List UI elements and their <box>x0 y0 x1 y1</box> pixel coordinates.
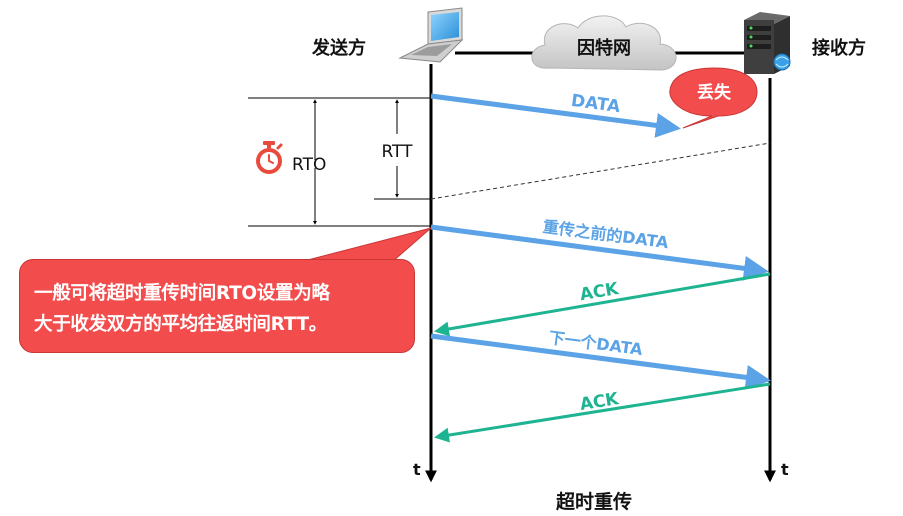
lost-bubble <box>669 67 758 129</box>
cloud-icon <box>531 15 677 71</box>
sender-time-label: t <box>413 460 421 479</box>
receiver-time-label: t <box>781 460 789 479</box>
sender-label: 发送方 <box>311 37 366 59</box>
network-label: 因特网 <box>577 37 631 59</box>
server-icon <box>744 12 791 74</box>
receiver-label: 接收方 <box>812 37 866 59</box>
rtt-label: RTT <box>381 142 413 162</box>
lost-label: 丢失 <box>697 82 732 103</box>
timeout-dashed-line <box>430 142 771 200</box>
laptop-icon <box>398 7 464 63</box>
message-arrow-retransmit <box>430 224 769 281</box>
rto-label: RTO <box>292 155 326 175</box>
message-arrow-next-data <box>430 333 771 390</box>
message-arrow-ack-1 <box>434 272 771 337</box>
stopwatch-icon <box>256 141 283 174</box>
message-label-ack-2: ACK <box>578 389 620 415</box>
callout-line-2: 大于收发双方的平均往返时间RTT。 <box>34 314 327 335</box>
callout-note: 一般可将超时重传时间RTO设置为略 大于收发双方的平均往返时间RTT。 <box>19 259 415 353</box>
message-arrow-data <box>430 93 681 138</box>
callout-pointer <box>299 227 432 263</box>
message-label-retransmit: 重传之前的DATA <box>542 217 670 252</box>
callout-line-1: 一般可将超时重传时间RTO设置为略 <box>34 283 330 304</box>
diagram-title: 超时重传 <box>555 490 632 513</box>
message-arrow-ack-2 <box>434 382 771 443</box>
